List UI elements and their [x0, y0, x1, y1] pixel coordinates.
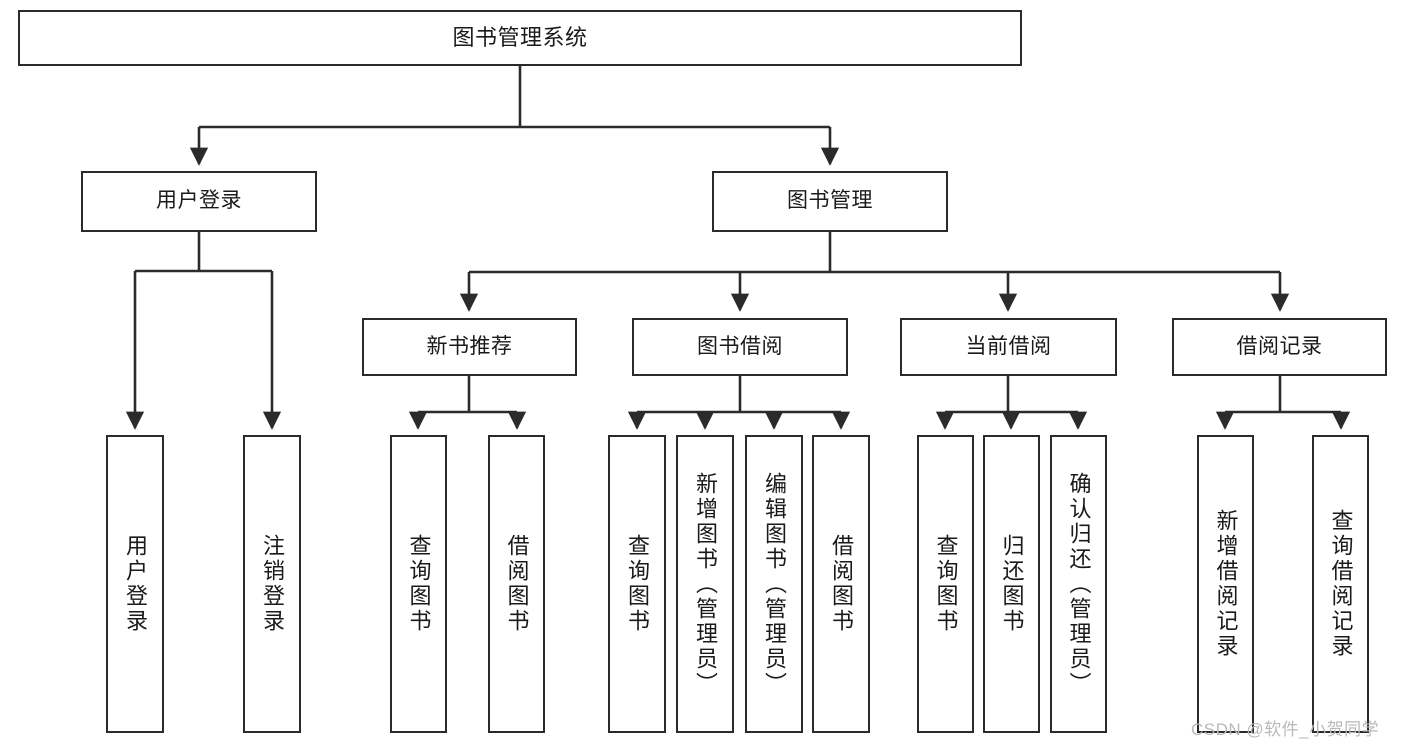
node-current-borrow-label: 当前借阅	[965, 334, 1052, 358]
leaf-current-return-book-label: 归还图书	[999, 534, 1025, 634]
leaf-record-add-record-label: 新增借阅记录	[1213, 509, 1239, 659]
leaf-user-login-login[interactable]: 用户登录	[106, 435, 164, 733]
leaf-record-add-record[interactable]: 新增借阅记录	[1197, 435, 1254, 733]
leaf-borrow-borrow-book-label: 借阅图书	[829, 534, 854, 634]
leaf-current-query-book[interactable]: 查询图书	[917, 435, 974, 733]
leaf-borrow-edit-book-label: 编辑图书（管理员）	[762, 471, 787, 697]
node-borrow-record-label: 借阅记录	[1236, 334, 1323, 358]
leaf-user-login-logout[interactable]: 注销登录	[243, 435, 301, 733]
node-new-book-recommend-label: 新书推荐	[426, 334, 513, 358]
node-book-management-label: 图书管理	[787, 189, 873, 213]
leaf-recommend-borrow-book[interactable]: 借阅图书	[488, 435, 545, 733]
leaf-current-return-book[interactable]: 归还图书	[983, 435, 1040, 733]
leaf-borrow-edit-book[interactable]: 编辑图书（管理员）	[745, 435, 803, 733]
leaf-record-query-record-label: 查询借阅记录	[1328, 509, 1354, 659]
leaf-current-query-book-label: 查询图书	[933, 534, 959, 634]
leaf-current-confirm-return[interactable]: 确认归还（管理员）	[1050, 435, 1107, 733]
node-current-borrow[interactable]: 当前借阅	[900, 318, 1117, 376]
leaf-recommend-query-book-label: 查询图书	[406, 534, 432, 634]
leaf-user-login-logout-label: 注销登录	[260, 534, 285, 634]
leaf-borrow-add-book[interactable]: 新增图书（管理员）	[676, 435, 734, 733]
leaf-record-query-record[interactable]: 查询借阅记录	[1312, 435, 1369, 733]
leaf-recommend-query-book[interactable]: 查询图书	[390, 435, 447, 733]
node-user-login-label: 用户登录	[156, 189, 242, 213]
node-book-borrow-label: 图书借阅	[697, 334, 783, 358]
leaf-borrow-borrow-book[interactable]: 借阅图书	[812, 435, 870, 733]
leaf-borrow-query-book-label: 查询图书	[625, 534, 650, 634]
node-root[interactable]: 图书管理系统	[18, 10, 1022, 66]
node-borrow-record[interactable]: 借阅记录	[1172, 318, 1387, 376]
node-book-borrow[interactable]: 图书借阅	[632, 318, 848, 376]
leaf-current-confirm-return-label: 确认归还（管理员）	[1066, 471, 1092, 697]
node-new-book-recommend[interactable]: 新书推荐	[362, 318, 577, 376]
node-user-login[interactable]: 用户登录	[81, 171, 317, 232]
leaf-user-login-login-label: 用户登录	[123, 534, 148, 634]
leaf-borrow-query-book[interactable]: 查询图书	[608, 435, 666, 733]
leaf-recommend-borrow-book-label: 借阅图书	[504, 534, 530, 634]
leaf-borrow-add-book-label: 新增图书（管理员）	[693, 471, 718, 697]
node-root-label: 图书管理系统	[452, 25, 588, 51]
csdn-watermark: CSDN @软件_小贺同学	[1191, 720, 1380, 739]
node-book-management[interactable]: 图书管理	[712, 171, 948, 232]
